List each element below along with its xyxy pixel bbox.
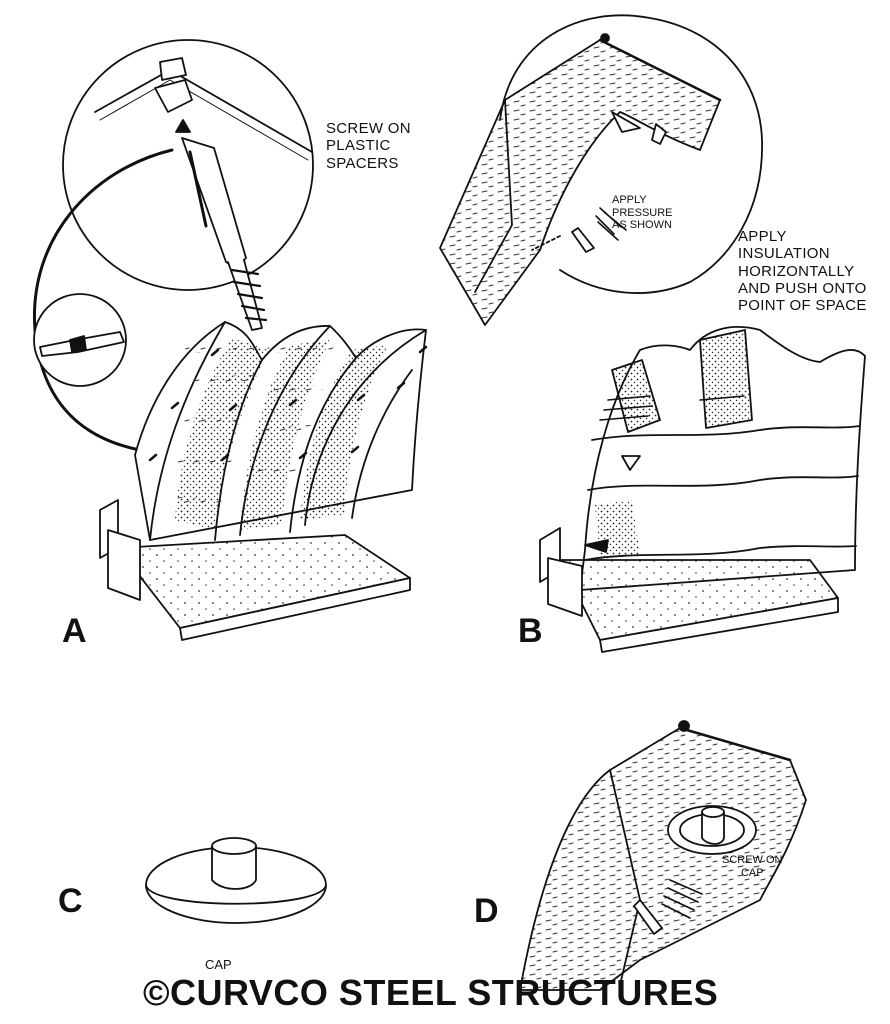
panel-b-pressure-callout: APPLY PRESSURE AS SHOWN: [612, 194, 673, 232]
copyright-footer: ©CURVCO STEEL STRUCTURES: [143, 972, 719, 1013]
panel-c-letter: C: [58, 882, 83, 920]
panel-b-drawing: [439, 14, 866, 653]
panel-b-main-callout: APPLY INSULATION HORIZONTALLY AND PUSH O…: [738, 228, 867, 314]
panel-b-letter: B: [518, 612, 543, 650]
panel-c-caption: CAP: [205, 957, 232, 972]
panel-d-drawing: [519, 720, 807, 991]
panel-a-callout: SCREW ON PLASTIC SPACERS: [326, 120, 411, 172]
panel-c-drawing: [145, 837, 327, 924]
panel-a-letter: A: [62, 612, 87, 650]
panel-a-detail-circle: [62, 39, 314, 291]
panel-d-letter: D: [474, 892, 499, 930]
panel-d-callout: SCREW ON CAP: [722, 854, 783, 879]
panel-a-drawing: [32, 39, 428, 641]
